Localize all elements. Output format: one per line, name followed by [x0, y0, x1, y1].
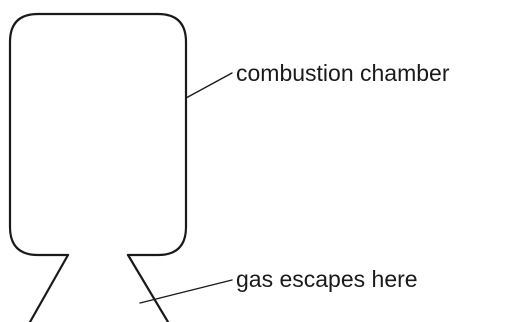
exhaust-leader-line	[139, 279, 233, 304]
chamber-leader-line	[185, 72, 233, 99]
nozzle-left-wall	[28, 253, 70, 322]
combustion-chamber-label: combustion chamber	[236, 60, 450, 86]
gas-escapes-label: gas escapes here	[236, 266, 418, 292]
nozzle-right-wall	[126, 253, 170, 322]
combustion-chamber-outline	[8, 12, 188, 257]
